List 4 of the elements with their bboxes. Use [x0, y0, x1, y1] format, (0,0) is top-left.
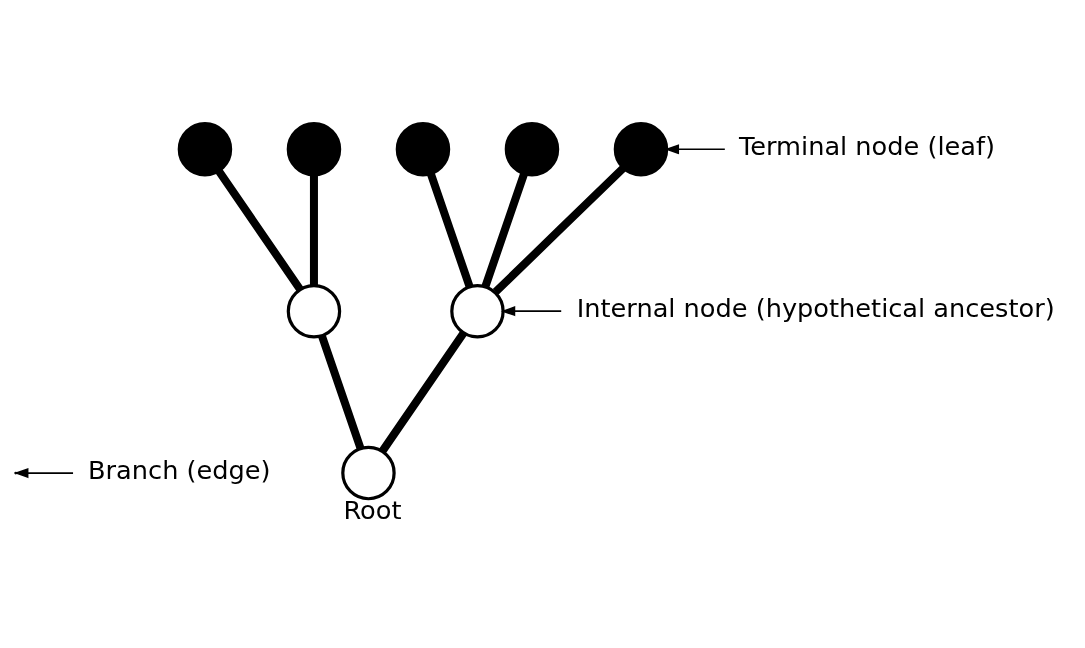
node-text: Terminal node (leaf) [738, 131, 996, 162]
node-text: Internal node (hypothetical ancestor) [576, 293, 1055, 324]
node-label: Root [343, 495, 402, 526]
node-text: Branch (edge) [88, 455, 271, 486]
